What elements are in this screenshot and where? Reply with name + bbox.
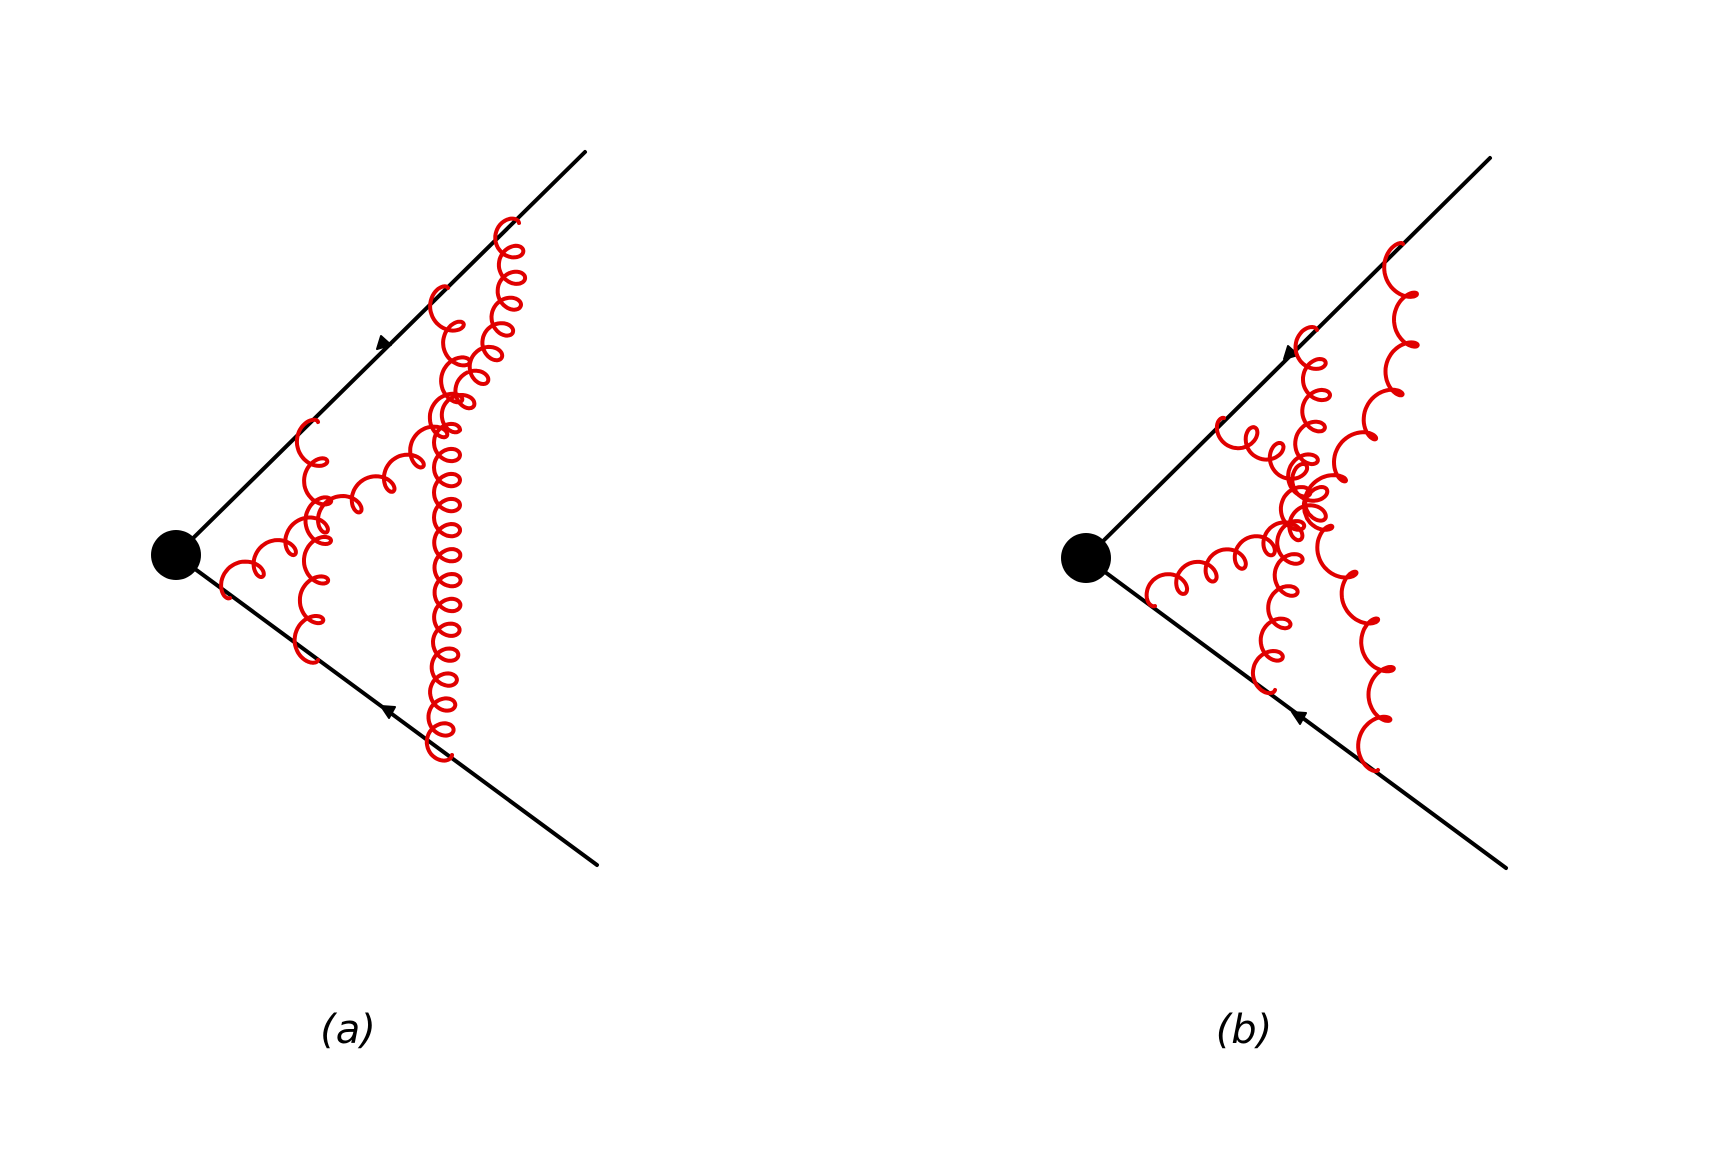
gluon-left-short-vertical (292, 417, 334, 665)
gluons-a (219, 216, 528, 763)
gluon-top-mid-to-bottom-mid (1250, 325, 1332, 696)
gluon-top-long-to-bottom-left (219, 284, 472, 601)
gluons-b (1144, 241, 1420, 773)
gluon-top-to-right-bottom (439, 216, 528, 435)
vertex-dot-a (151, 530, 201, 580)
diagram-label-a: (a) (320, 1007, 376, 1053)
diagram-a: (a) (151, 150, 599, 1053)
arrow-upper-b (1283, 345, 1299, 360)
diagram-label-b: (b) (1216, 1007, 1273, 1053)
arrow-lower-a (380, 705, 396, 719)
diagram-b: (b) (1061, 156, 1508, 1053)
gluon-top-right-to-bottom-right (1301, 241, 1420, 773)
arrow-lower-b (1291, 711, 1307, 725)
gluon-vertical-center (424, 421, 463, 763)
wilson-line-upper-a (174, 150, 587, 557)
gluon-top-left-to-bottom-left (1144, 415, 1330, 609)
arrow-upper-a (376, 335, 392, 350)
vertex-dot-b (1061, 533, 1111, 583)
